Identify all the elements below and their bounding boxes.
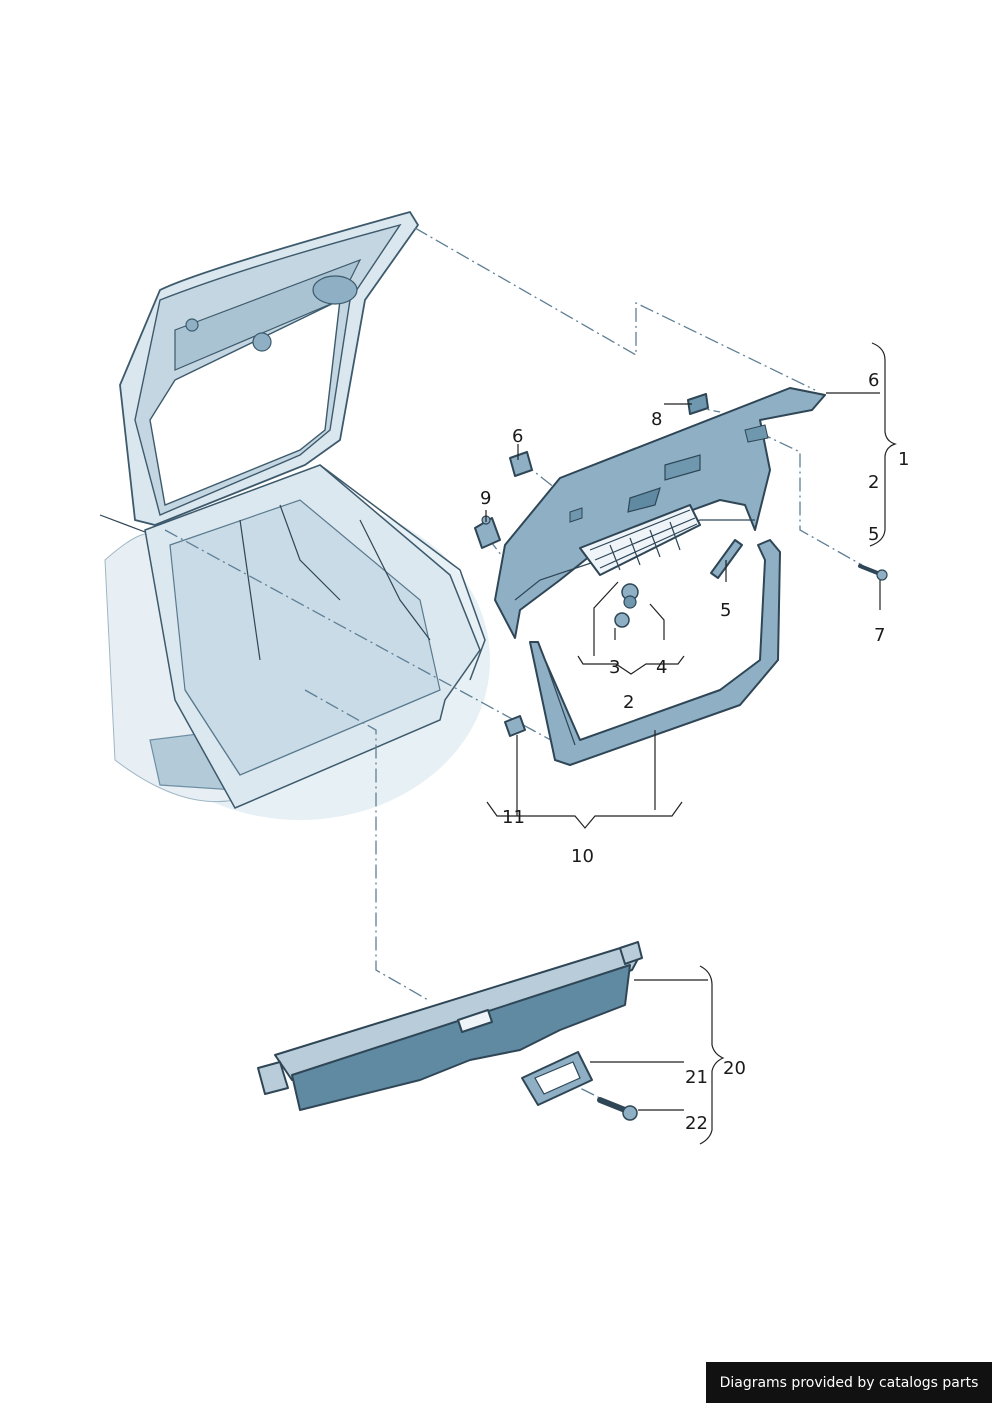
luggage-compartment-cover [257, 941, 643, 1111]
callout-10: 10 [571, 846, 594, 867]
cover-screw [597, 1097, 638, 1121]
callout-3: 3 [609, 657, 620, 678]
callout-5-strap: 5 [720, 600, 731, 621]
callout-6-left: 6 [512, 426, 523, 447]
callout-6-right: 6 [868, 370, 879, 391]
footer-credit-text: Diagrams provided by catalogs parts [719, 1374, 979, 1391]
tailgate-lower-trim-frame [529, 539, 781, 766]
callout-4: 4 [656, 657, 667, 678]
callout-labels: 6 1 2 5 8 6 9 5 7 3 4 2 11 10 20 21 22 [480, 370, 909, 1134]
callout-5-right: 5 [868, 524, 879, 545]
callout-20: 20 [723, 1058, 746, 1079]
callout-2-right: 2 [868, 472, 879, 493]
vehicle-rear-illustration [99, 210, 490, 820]
callout-1: 1 [898, 449, 909, 470]
callout-2-lower: 2 [623, 692, 634, 713]
callout-8: 8 [651, 409, 662, 430]
cover-handle-bezel [521, 1051, 593, 1106]
callout-7: 7 [874, 625, 885, 646]
leader-lines [485, 342, 897, 1145]
callout-21: 21 [685, 1067, 708, 1088]
callout-11: 11 [502, 807, 525, 828]
callout-22: 22 [685, 1113, 708, 1134]
callout-9: 9 [480, 488, 491, 509]
footer-credit-banner: Diagrams provided by catalogs parts [706, 1362, 992, 1403]
small-parts [474, 393, 888, 737]
tailgate-upper-trim-panel [494, 387, 826, 639]
